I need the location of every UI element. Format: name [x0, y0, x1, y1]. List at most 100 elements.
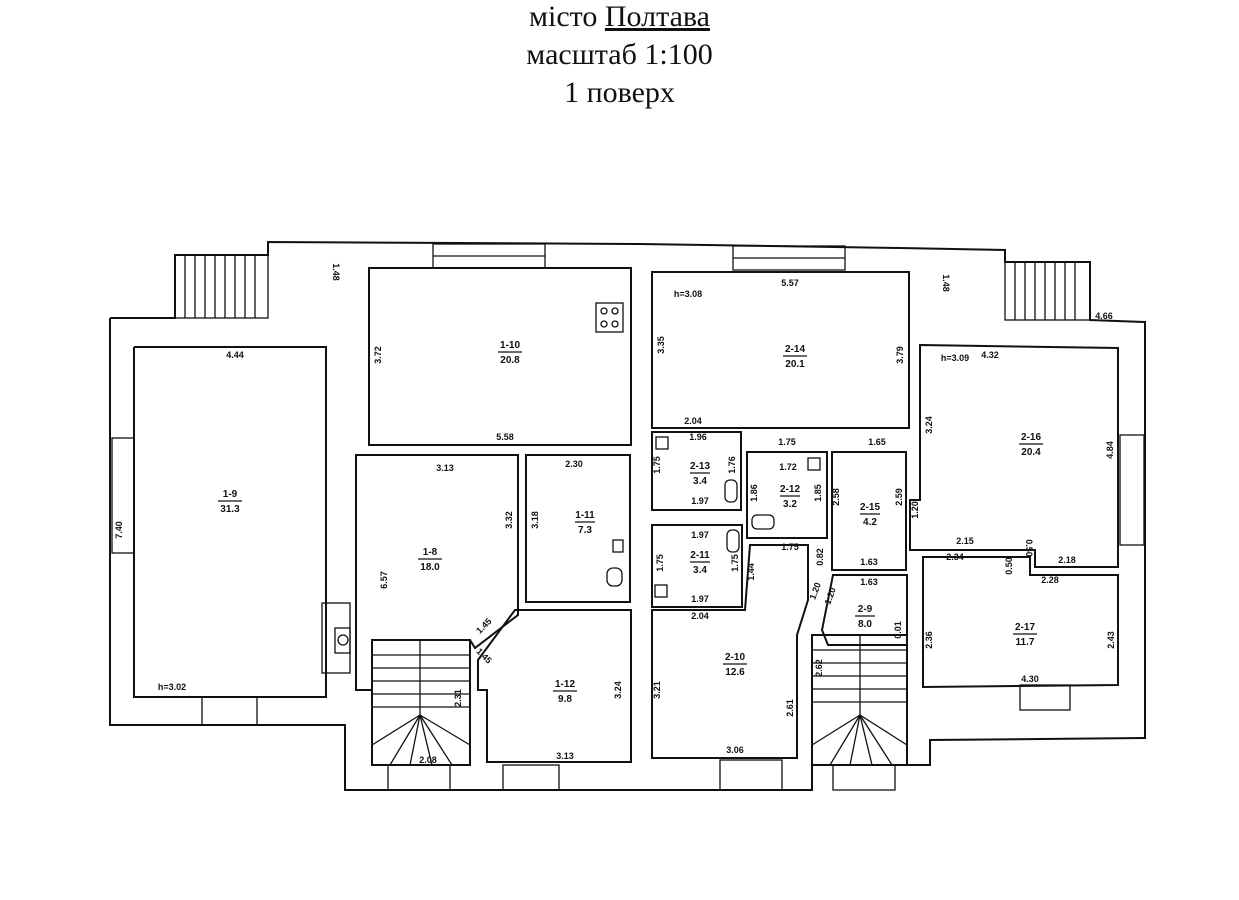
plan-label: 1.86 [749, 484, 759, 502]
room-label-1-8: 1-818.0 [418, 547, 442, 573]
room-1-12 [477, 609, 632, 763]
plan-label: 3.24 [613, 681, 623, 699]
room-1-11 [525, 454, 631, 603]
plan-line [829, 714, 861, 766]
plan-line [859, 714, 893, 766]
plan-label: 9.8 [558, 694, 572, 705]
plan-label: 1.75 [778, 437, 796, 447]
plan-label: 1.63 [860, 557, 878, 567]
sink-icon [612, 436, 821, 598]
room-label-1-9: 1-931.3 [218, 489, 242, 515]
plan-label: 1.97 [691, 496, 709, 506]
ceiling-heights: h=3.02 h=3.08 h=3.09 [158, 289, 969, 692]
plan-line [111, 437, 135, 554]
plan-label: 2.61 [785, 699, 795, 717]
plan-label: 31.3 [220, 504, 240, 515]
room-2-15 [831, 451, 907, 571]
plan-label: 3.79 [895, 346, 905, 364]
plan-label: 4.30 [1021, 674, 1039, 684]
plan-line [719, 759, 783, 791]
plan-line [807, 457, 821, 471]
plan-label: 2.31 [453, 689, 463, 707]
plan-line [811, 714, 861, 746]
plan-label: 1.75 [652, 456, 662, 474]
plan-line [611, 307, 619, 315]
plan-label: 3.35 [656, 336, 666, 354]
plan-label: 4.44 [226, 350, 244, 360]
room-label-1-12: 1-129.8 [553, 679, 577, 705]
scale-line: масштаб 1:100 [526, 38, 713, 71]
plan-line [859, 714, 908, 746]
plan-label: 3.4 [693, 476, 707, 487]
plan-line [1019, 684, 1071, 711]
plan-label: 1.45 [474, 616, 493, 635]
plan-label: 2.58 [831, 488, 841, 506]
plan-label: 2.36 [924, 631, 934, 649]
plan-label: 2-10 [725, 652, 745, 663]
plan-label: 3.24 [924, 416, 934, 434]
plan-label: 2-15 [860, 502, 880, 513]
plan-label: 2.34 [946, 552, 964, 562]
plan-line [655, 436, 669, 450]
plan-label: 1-11 [575, 510, 595, 521]
plan-label: 2.59 [894, 488, 904, 506]
plan-label: 2.15 [956, 536, 974, 546]
plan-label: 1.63 [860, 577, 878, 587]
plan-label: 1.48 [331, 263, 341, 281]
plan-line [751, 514, 775, 530]
plan-label: 11.7 [1016, 637, 1035, 648]
plan-label: 20.8 [500, 355, 520, 366]
plan-line [726, 529, 740, 553]
plan-label: 20.4 [1021, 447, 1041, 458]
room-label-2-15: 2-15 4.2 [860, 502, 880, 528]
plan-label: 6.57 [379, 571, 389, 589]
plan-line [419, 714, 453, 766]
plan-label: 2-12 [780, 484, 800, 495]
plan-label: 2.08 [419, 755, 437, 765]
room-2-11 [651, 524, 743, 608]
plan-line [337, 634, 349, 646]
plan-label: 1.72 [779, 462, 797, 472]
plan-label: 7.40 [114, 521, 124, 539]
plan-line [1004, 261, 1091, 321]
plan-line [334, 627, 351, 654]
plan-label: 1.20 [822, 586, 837, 606]
plan-line [387, 764, 451, 791]
plan-line [859, 714, 873, 766]
plan-line [611, 320, 619, 328]
plan-label: 18.0 [420, 562, 440, 573]
plan-line [724, 479, 738, 503]
stair-treads [371, 635, 908, 766]
plan-line [419, 714, 433, 766]
plan-label: 2.43 [1106, 631, 1116, 649]
plan-label: 1.75 [730, 554, 740, 572]
plan-label: 3.13 [556, 751, 574, 761]
room-label-1-11: 1-117.3 [575, 510, 595, 536]
plan-label: 2-13 [690, 461, 710, 472]
room-2-13 [651, 431, 742, 511]
plan-label: 2-9 [858, 604, 873, 615]
toilet-icon [606, 479, 775, 587]
plan-label: 1.97 [691, 594, 709, 604]
plan-label: 1.20 [807, 581, 822, 601]
room-2-16 [909, 343, 1119, 568]
plan-label: 2.18 [1058, 555, 1076, 565]
city-prefix: місто [529, 0, 598, 33]
plan-line [502, 764, 560, 791]
plan-label: 2.62 [814, 659, 824, 677]
room-2-17 [922, 556, 1119, 689]
plan-label: 3.13 [436, 463, 454, 473]
plan-label: 3.21 [652, 681, 662, 699]
plan-line [849, 714, 861, 766]
windows [111, 243, 1145, 791]
plan-line [600, 320, 608, 328]
plan-label: 4.2 [863, 517, 877, 528]
plan-label: 3.06 [726, 745, 744, 755]
plan-line [832, 764, 896, 791]
room-label-2-9: 2-98.0 [855, 604, 875, 630]
room-1-10 [368, 267, 632, 446]
plan-line [1119, 434, 1145, 546]
inner-wall [133, 346, 327, 698]
